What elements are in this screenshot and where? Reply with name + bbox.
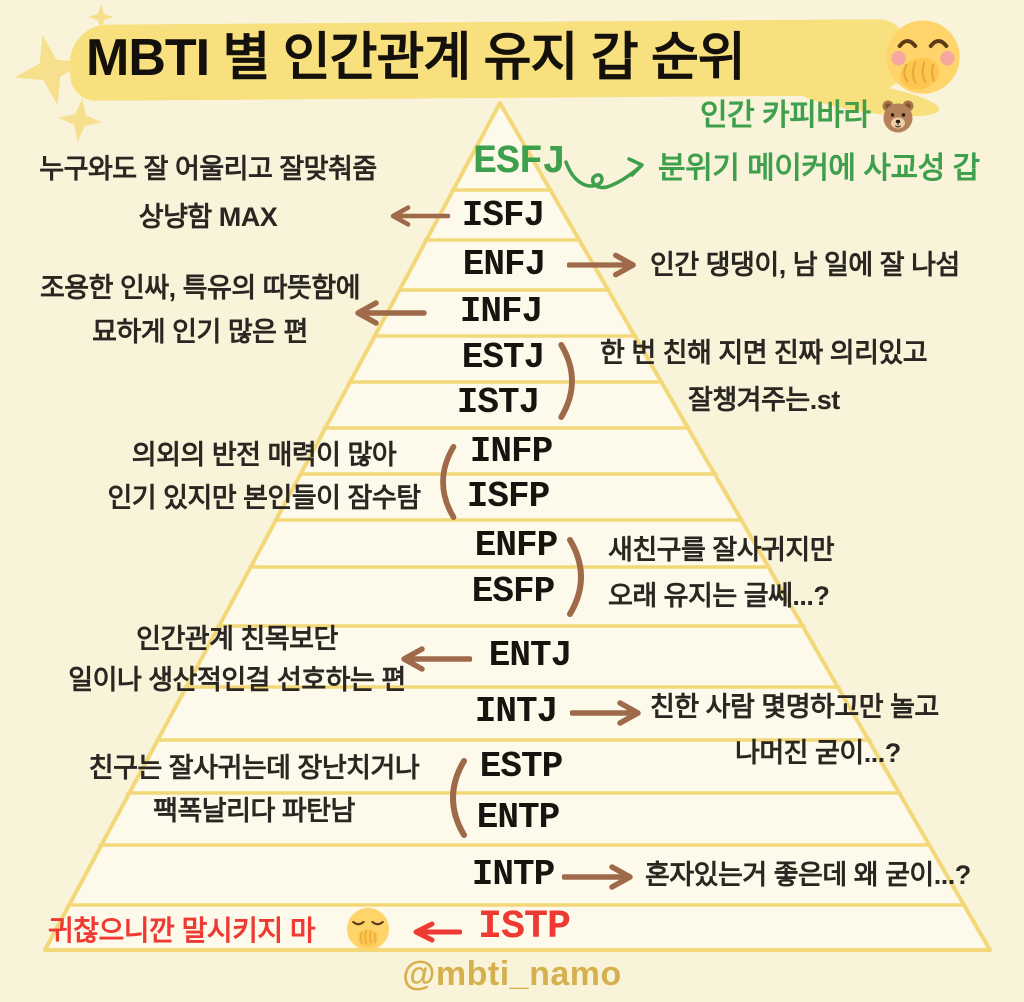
arrow-left-icon — [398, 646, 472, 672]
type-label-enfj: ENFJ — [462, 244, 546, 285]
infj-note-line1: 조용한 인싸, 특유의 따뜻함에 — [39, 273, 361, 303]
sparkle-icon — [88, 4, 114, 30]
esfj-note-line1-text: 인간 카피바라 — [700, 98, 871, 132]
brace-right-icon — [565, 537, 595, 617]
arrow-left-icon — [350, 300, 428, 326]
type-label-istp: ISTP — [477, 905, 571, 950]
author-handle: @mbti_namo — [402, 955, 622, 993]
enfp-esfp-note-line1: 새친구를 잘사귀지만 — [608, 535, 835, 565]
type-label-intp: INTP — [471, 854, 555, 895]
type-label-entp: ENTP — [476, 797, 560, 838]
brace-left-icon — [440, 758, 468, 838]
type-label-isfj: ISFJ — [461, 195, 545, 236]
type-label-infj: INFJ — [459, 291, 543, 332]
arrow-left-icon — [388, 203, 450, 229]
brace-left-icon — [430, 444, 458, 520]
pyramid-tier-lines — [66, 188, 967, 907]
type-label-infp: INFP — [469, 431, 553, 472]
estj-istj-note-line1: 한 번 친해 지면 진짜 의리있고 — [600, 338, 928, 368]
intj-note-line1: 친한 사람 몇명하고만 놀고 — [650, 692, 939, 722]
arrow-left-red-icon — [412, 921, 462, 943]
infp-isfp-note-line2: 인기 있지만 본인들이 잠수탐 — [107, 483, 421, 513]
type-label-enfp: ENFP — [474, 525, 558, 566]
yawning-face-emoji — [345, 906, 391, 952]
face-with-hand-over-mouth-emoji — [883, 16, 963, 96]
type-label-estj: ESTJ — [461, 337, 545, 378]
infj-note-line2: 묘하게 인기 많은 편 — [92, 317, 308, 347]
type-label-istj: ISTJ — [456, 382, 540, 423]
infp-isfp-note-line1: 의외의 반전 매력이 많아 — [131, 440, 397, 470]
estj-istj-note-line2: 잘챙겨주는.st — [688, 385, 840, 415]
entj-note-line1: 인간관계 친목보단 — [136, 624, 338, 654]
esfj-note-line1: 인간 카피바라 — [700, 98, 916, 134]
arrow-right-icon — [567, 252, 639, 278]
sparkle-icon — [14, 34, 86, 106]
arrow-right-icon — [562, 864, 636, 890]
enfp-esfp-note-line2: 오래 유지는 글쎄...? — [608, 581, 830, 611]
green-curly-arrow-icon — [563, 152, 655, 202]
intp-note-line1: 혼자있는거 좋은데 왜 굳이...? — [645, 860, 971, 890]
enfj-note-line1: 인간 댕댕이, 남 일에 잘 나섬 — [650, 250, 960, 280]
estp-entp-note-line2: 팩폭날리다 파탄남 — [153, 796, 355, 826]
intj-note-line2: 나머진 굳이...? — [735, 738, 901, 768]
type-label-intj: INTJ — [474, 691, 558, 732]
sparkle-icon — [58, 98, 102, 142]
isfj-note-line1: 누구와도 잘 어울리고 잘맞춰줌 — [39, 154, 377, 184]
bear-face-emoji — [880, 98, 916, 134]
entj-note-line2: 일이나 생산적인걸 선호하는 편 — [68, 665, 406, 695]
brace-right-icon — [556, 342, 586, 420]
type-label-entj: ENTJ — [488, 635, 572, 676]
type-label-estp: ESTP — [479, 746, 563, 787]
isfj-note-line2: 상냥함 MAX — [138, 202, 278, 232]
type-label-esfp: ESFP — [471, 571, 555, 612]
estp-entp-note-line1: 친구는 잘사귀는데 장난치거나 — [88, 753, 420, 783]
istp-note-line1: 귀찮으니깐 말시키지 마 — [48, 915, 316, 946]
arrow-right-icon — [570, 700, 644, 726]
esfj-note-line2: 분위기 메이커에 사교성 갑 — [658, 152, 980, 185]
type-label-isfp: ISFP — [466, 476, 550, 517]
type-label-esfj: ESFJ — [472, 140, 566, 185]
page-title: MBTI 별 인간관계 유지 갑 순위 — [86, 29, 746, 87]
